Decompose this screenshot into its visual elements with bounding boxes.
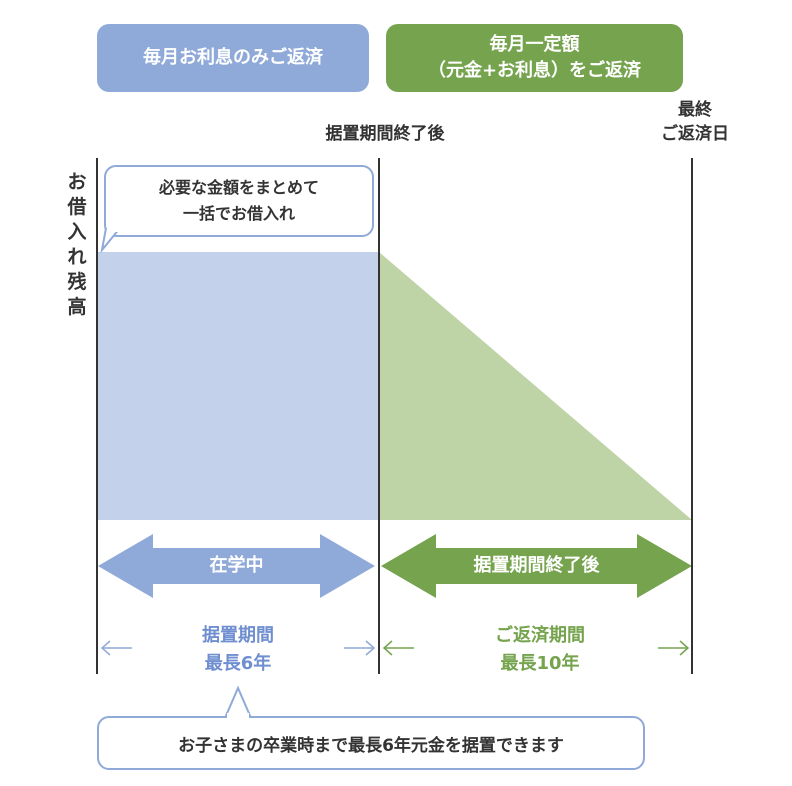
balance-axis-label: お借入れ残高	[67, 171, 87, 318]
callout-line2: 一括でお借入れ	[182, 204, 295, 223]
study-period-label: 在学中	[209, 555, 264, 576]
deferment-balance-area	[98, 252, 379, 520]
fixed-payment-label-line1: 毎月一定額	[489, 34, 580, 55]
repayment-balance-area	[379, 252, 692, 520]
start-line	[96, 158, 98, 674]
fixed-payment-label-line2: （元金+お利息）をご返済	[427, 60, 642, 81]
deferment-end-line	[378, 158, 380, 674]
final-repayment-line	[691, 158, 693, 674]
deferment-period-line2: 最長6年	[204, 653, 272, 674]
repayment-period-line2: 最長10年	[500, 653, 580, 674]
post-deferment-arrow	[381, 534, 692, 598]
final-repayment-header-line2: ご返済日	[661, 124, 729, 144]
callout-tail	[100, 228, 122, 254]
deferment-note-text: お子さまの卒業時まで最長6年元金を据置できます	[178, 735, 564, 756]
note-pointer-mask	[227, 713, 249, 719]
final-repayment-header: 最終 ご返済日	[640, 98, 750, 146]
repayment-period-label: ご返済期間 最長10年	[470, 622, 610, 678]
deferment-thin-arrows	[100, 640, 376, 656]
repayment-thin-arrows	[382, 640, 690, 656]
lump-sum-callout: 必要な金額をまとめて 一括でお借入れ	[104, 165, 374, 237]
interest-only-label: 毎月お利息のみご返済	[143, 47, 323, 68]
deferment-end-header-text: 据置期間終了後	[325, 124, 445, 144]
deferment-note: お子さまの卒業時まで最長6年元金を据置できます	[97, 716, 645, 770]
interest-only-badge: 毎月お利息のみご返済	[97, 24, 369, 92]
deferment-period-line1: 据置期間	[202, 625, 274, 646]
study-period-arrow	[98, 534, 375, 598]
repayment-period-line1: ご返済期間	[495, 625, 585, 646]
callout-line1: 必要な金額をまとめて	[158, 178, 319, 197]
final-repayment-header-line1: 最終	[678, 100, 712, 120]
fixed-payment-badge: 毎月一定額 （元金+お利息）をご返済	[386, 24, 683, 92]
post-deferment-label: 据置期間終了後	[473, 555, 600, 576]
deferment-period-label: 据置期間 最長6年	[178, 622, 298, 678]
deferment-end-header: 据置期間終了後	[300, 122, 470, 146]
